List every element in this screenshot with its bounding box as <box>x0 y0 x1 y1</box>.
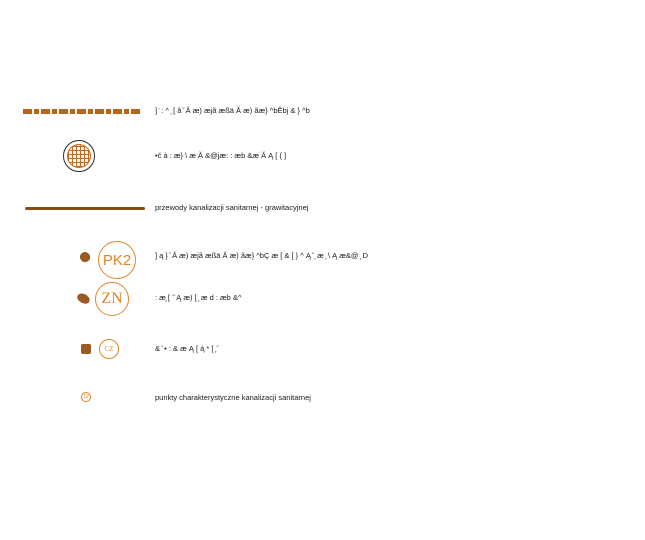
legend-row-gravity-line: przewody kanalizacji sanitarnej - grawit… <box>0 189 645 229</box>
pk2-symbol-text: PK2 <box>102 251 132 269</box>
pk2-blob-icon <box>78 250 92 264</box>
legend-row-zn: ZN : æ̧ [ ̇ ̆ Ą æ) [ ̧ æ d : æb &^ <box>0 279 645 319</box>
zn-blob-icon <box>75 291 92 306</box>
legend-label-pk2: ] ą } ̆ Ă æ) æjã æßä Ă æ) ãæ} ^bÇ æ [ & … <box>155 251 369 260</box>
grid-circle-icon <box>63 140 95 172</box>
dashed-line-symbol <box>23 109 141 114</box>
legend-label-grid-circle: •c̆ à : æ} \ æ Ă &@jæ: : æb &æ Ă Ą [ { ] <box>155 151 287 160</box>
zn-symbol-text: ZN <box>101 290 123 307</box>
legend-label-points: punkty charakterystyczne kanalizacji san… <box>155 393 311 402</box>
legend-row-pk2: PK2 ] ą } ̆ Ă æ) æjã æßä Ă æ) ãæ} ^bÇ æ … <box>0 237 645 279</box>
legend-label-dashed: ] ̇ : ^ ̧ [ â ̆ Ă æ) æjã æßä Ă æ) ãæ} ^b… <box>155 106 310 115</box>
legend-row-grid-circle: •c̆ à : æ} \ æ Ă &@jæ: : æb &æ Ă Ą [ { ] <box>0 137 645 177</box>
cz-circle-icon: CZ <box>99 339 119 359</box>
cz-square-icon <box>81 344 91 354</box>
legend-label-gravity-line: przewody kanalizacji sanitarnej - grawit… <box>155 203 309 212</box>
cz-symbol-text: CZ <box>104 345 114 353</box>
points-circle-icon: 12 <box>81 392 91 402</box>
zn-circle-icon: ZN <box>95 282 129 316</box>
legend-label-zn: : æ̧ [ ̇ ̆ Ą æ) [ ̧ æ d : æb &^ <box>155 293 242 302</box>
legend-row-points: 12 punkty charakterystyczne kanalizacji … <box>0 379 645 419</box>
gravity-line-symbol <box>25 207 145 210</box>
pk2-circle-icon: PK2 <box>98 241 136 279</box>
legend-row-cz: CZ & ̆ • : & æ Ą [ á̧ * [ ̧ ̆ <box>0 330 645 370</box>
legend-row-dashed: ] ̇ : ^ ̧ [ â ̆ Ă æ) æjã æßä Ă æ) ãæ} ^b… <box>0 92 645 132</box>
legend-label-cz: & ̆ • : & æ Ą [ á̧ * [ ̧ ̆ <box>155 344 218 353</box>
points-symbol-text: 12 <box>83 394 89 400</box>
